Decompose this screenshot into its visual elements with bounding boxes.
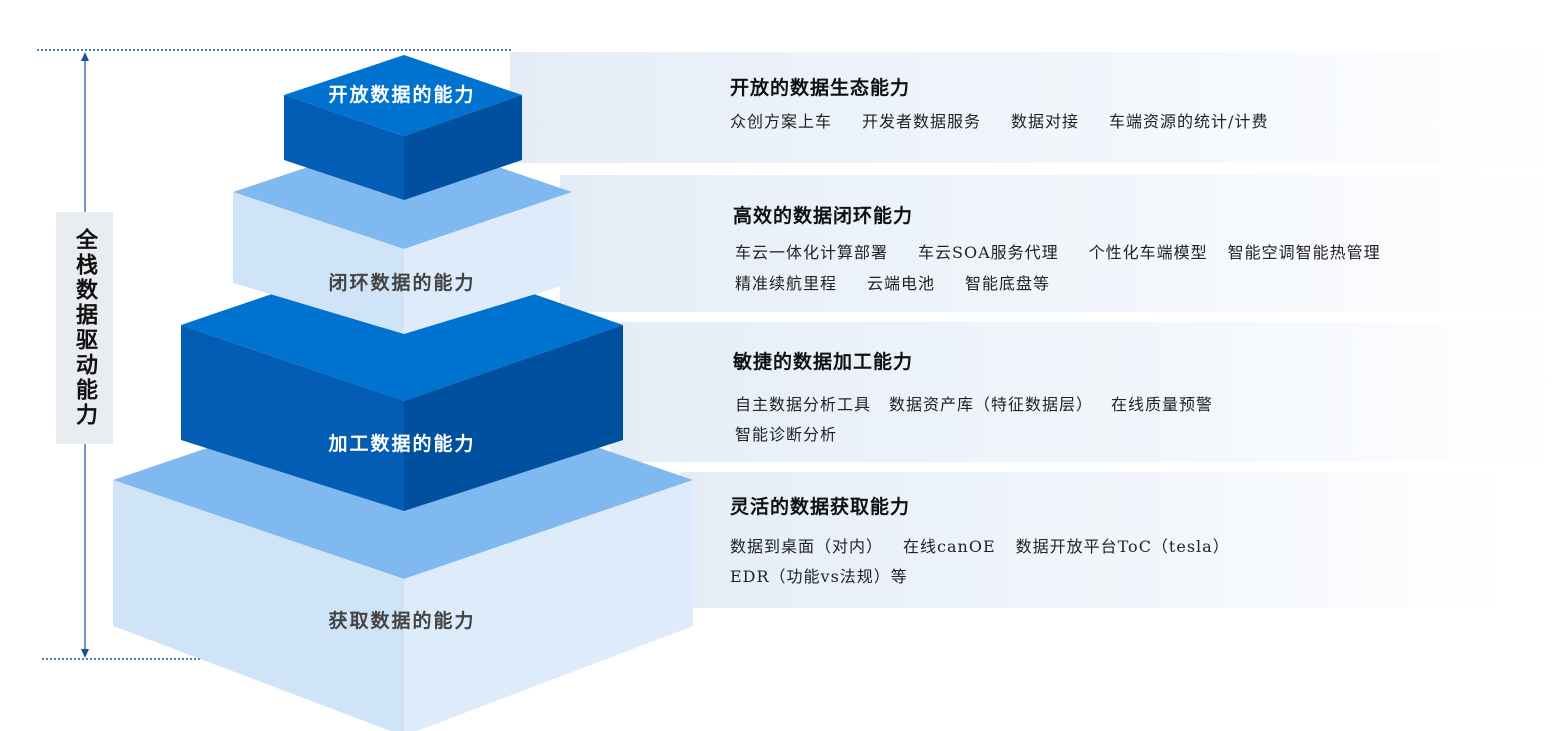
item: 车云SOA服务代理 <box>918 243 1059 262</box>
item: 数据开放平台ToC（tesla） <box>1015 537 1230 556</box>
item: 自主数据分析工具 <box>735 395 872 414</box>
panel-acquire <box>680 472 1510 608</box>
block-label-acquire: 获取数据的能力 <box>328 610 476 632</box>
arrow-down-icon <box>81 649 89 658</box>
item: 智能诊断分析 <box>735 425 838 444</box>
items-process-line2: 智能诊断分析 <box>735 421 867 445</box>
side-label: 全栈数据驱动能力 <box>56 212 113 444</box>
item: EDR（功能vs法规）等 <box>730 567 908 586</box>
arrow-up-icon <box>81 52 89 61</box>
items-process-line1: 自主数据分析工具数据资产库（特征数据层） 在线质量预警 <box>735 391 1243 415</box>
item: 数据资产库（特征数据层） <box>889 395 1094 414</box>
item: 众创方案上车 <box>730 112 833 131</box>
block-open <box>284 55 522 200</box>
item: 智能空调智能热管理 <box>1227 243 1381 262</box>
item: 个性化车端模型 <box>1088 243 1208 262</box>
item: 车云一体化计算部署 <box>735 243 889 262</box>
items-open-line1: 众创方案上车 开发者数据服务 数据对接 车端资源的统计/计费 <box>730 108 1298 132</box>
item: 智能底盘等 <box>965 274 1051 293</box>
items-loop-line1: 车云一体化计算部署 车云SOA服务代理 个性化车端模型智能空调智能热管理 <box>735 239 1411 263</box>
item: 云端电池 <box>867 274 936 293</box>
item: 数据到桌面（对内） <box>730 537 884 556</box>
block-label-open: 开放数据的能力 <box>328 84 476 106</box>
item: 数据对接 <box>1011 112 1080 131</box>
title-loop: 高效的数据闭环能力 <box>733 205 914 227</box>
block-label-process: 加工数据的能力 <box>328 433 476 455</box>
items-acquire-line2: EDR（功能vs法规）等 <box>730 563 938 587</box>
title-open: 开放的数据生态能力 <box>730 77 911 99</box>
item: 精准续航里程 <box>735 274 838 293</box>
items-acquire-line1: 数据到桌面（对内） 在线canOE 数据开放平台ToC（tesla） <box>730 533 1260 557</box>
items-loop-line2: 精准续航里程 云端电池 智能底盘等 <box>735 270 1080 294</box>
block-label-loop: 闭环数据的能力 <box>328 272 476 294</box>
item: 在线canOE <box>903 537 996 556</box>
panel-process <box>610 322 1562 462</box>
item: 开发者数据服务 <box>862 112 982 131</box>
title-process: 敏捷的数据加工能力 <box>733 351 914 373</box>
item: 在线质量预警 <box>1111 395 1214 414</box>
panel-open <box>510 52 1562 163</box>
panel-loop <box>560 175 1562 312</box>
title-acquire: 灵活的数据获取能力 <box>730 496 911 518</box>
item: 车端资源的统计/计费 <box>1109 112 1269 131</box>
